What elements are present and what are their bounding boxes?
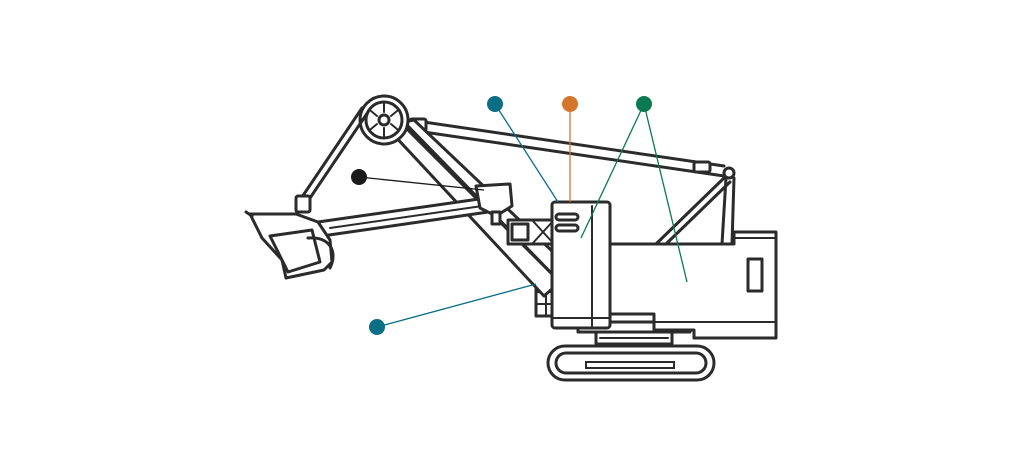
callout-dot-black[interactable] — [351, 169, 367, 185]
boom-point-sheave — [358, 94, 410, 146]
hoist-rope — [294, 106, 370, 214]
operator-cab — [550, 200, 612, 330]
callout-dot-teal-top[interactable] — [487, 96, 503, 112]
saddle-block — [474, 182, 514, 226]
leader-green-b — [643, 103, 688, 283]
callout-dot-orange[interactable] — [562, 96, 578, 112]
leader-teal-bottom — [376, 283, 537, 328]
crowd-machinery — [506, 218, 556, 246]
leader-black — [358, 176, 485, 191]
dipper-bucket — [244, 210, 335, 280]
callout-leaders — [358, 103, 688, 328]
gantry-a-frame — [654, 166, 736, 246]
callout-dots — [351, 96, 652, 335]
crawler-track — [546, 344, 716, 382]
leader-teal-top — [494, 103, 559, 203]
callout-dot-green[interactable] — [636, 96, 652, 112]
callout-dot-teal-bottom[interactable] — [369, 319, 385, 335]
leader-green-a — [580, 103, 645, 239]
